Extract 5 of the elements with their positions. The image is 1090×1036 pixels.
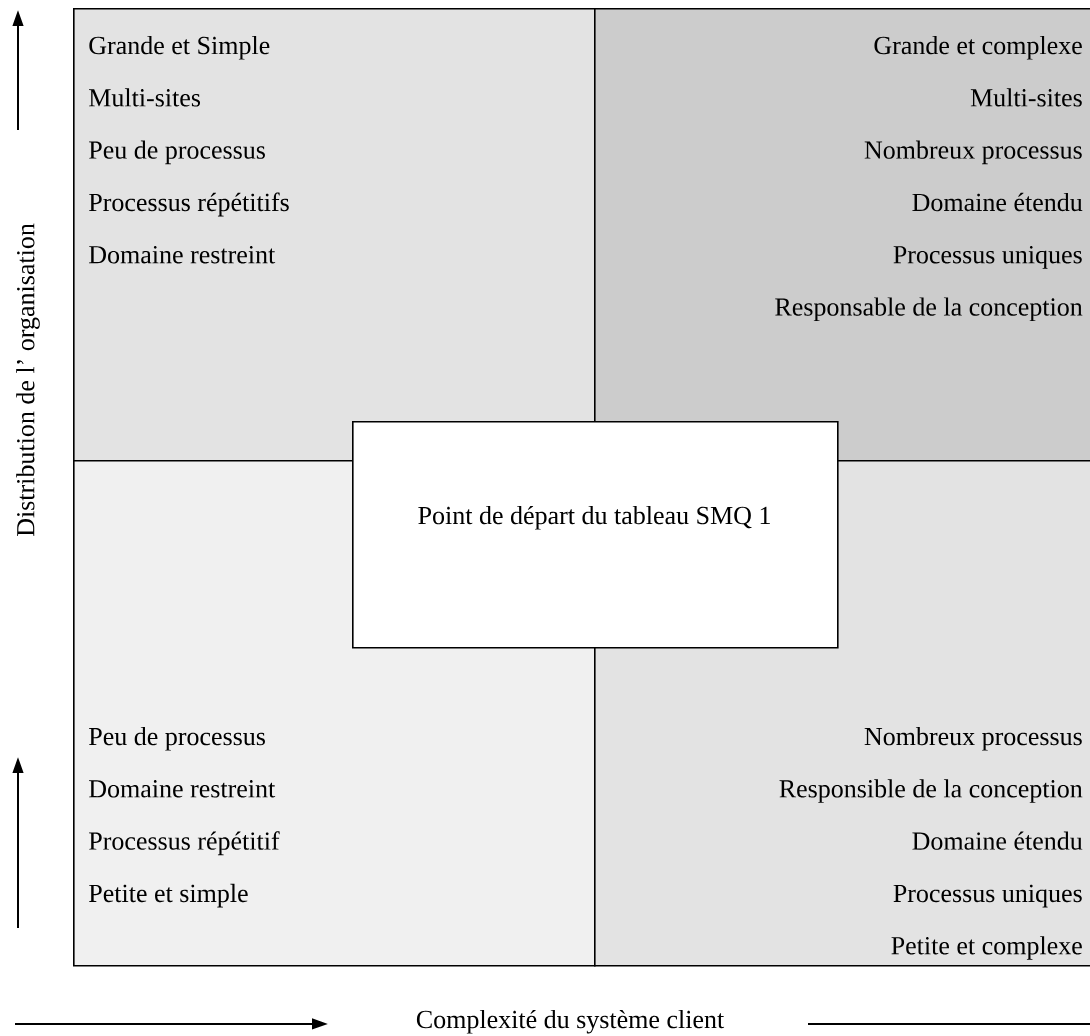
axis-label: Complexité du système client	[416, 1009, 725, 1034]
quadrant-box: Grande et complexe Multi-sites Nombreux processus Domaine étendu Processus uniques Responsable de la conception	[594, 8, 1090, 462]
quadrant-box: Grande et Simple Multi-sites Peu de processus Processus répétitifs Domaine restreint	[73, 8, 596, 462]
center-box: Point de départ du tableau SMQ 1	[352, 421, 839, 649]
axis-label: Distribution de l’ organisation	[16, 223, 40, 537]
